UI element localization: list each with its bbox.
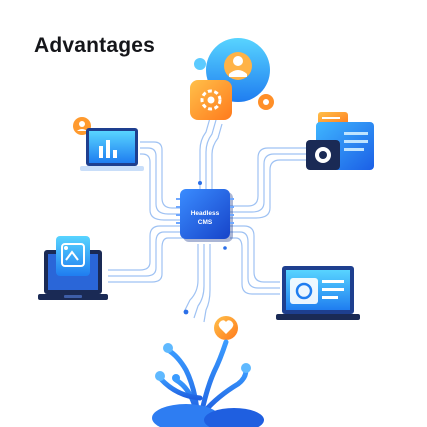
heart-plant-icon — [152, 316, 264, 427]
connector-left — [108, 225, 186, 271]
code-window-icon — [306, 112, 374, 170]
connector-right — [230, 225, 280, 283]
dashboard-laptop-icon — [276, 266, 360, 320]
hub-chip: Headless CMS — [176, 189, 234, 242]
analytics-laptop-icon — [73, 117, 144, 171]
hub-label-line1: Headless — [191, 210, 220, 217]
connector-top-right — [230, 147, 308, 207]
hub-label-line2: CMS — [198, 219, 213, 226]
diagram-title: Advantages — [34, 34, 156, 57]
document-upload-laptop-icon — [38, 236, 108, 300]
connector-top — [199, 117, 211, 196]
settings-team-icon — [190, 38, 274, 120]
connector-lines — [108, 117, 308, 323]
connector-dots — [183, 181, 227, 315]
connector-bottom — [183, 244, 199, 313]
connector-top-left — [140, 141, 186, 209]
